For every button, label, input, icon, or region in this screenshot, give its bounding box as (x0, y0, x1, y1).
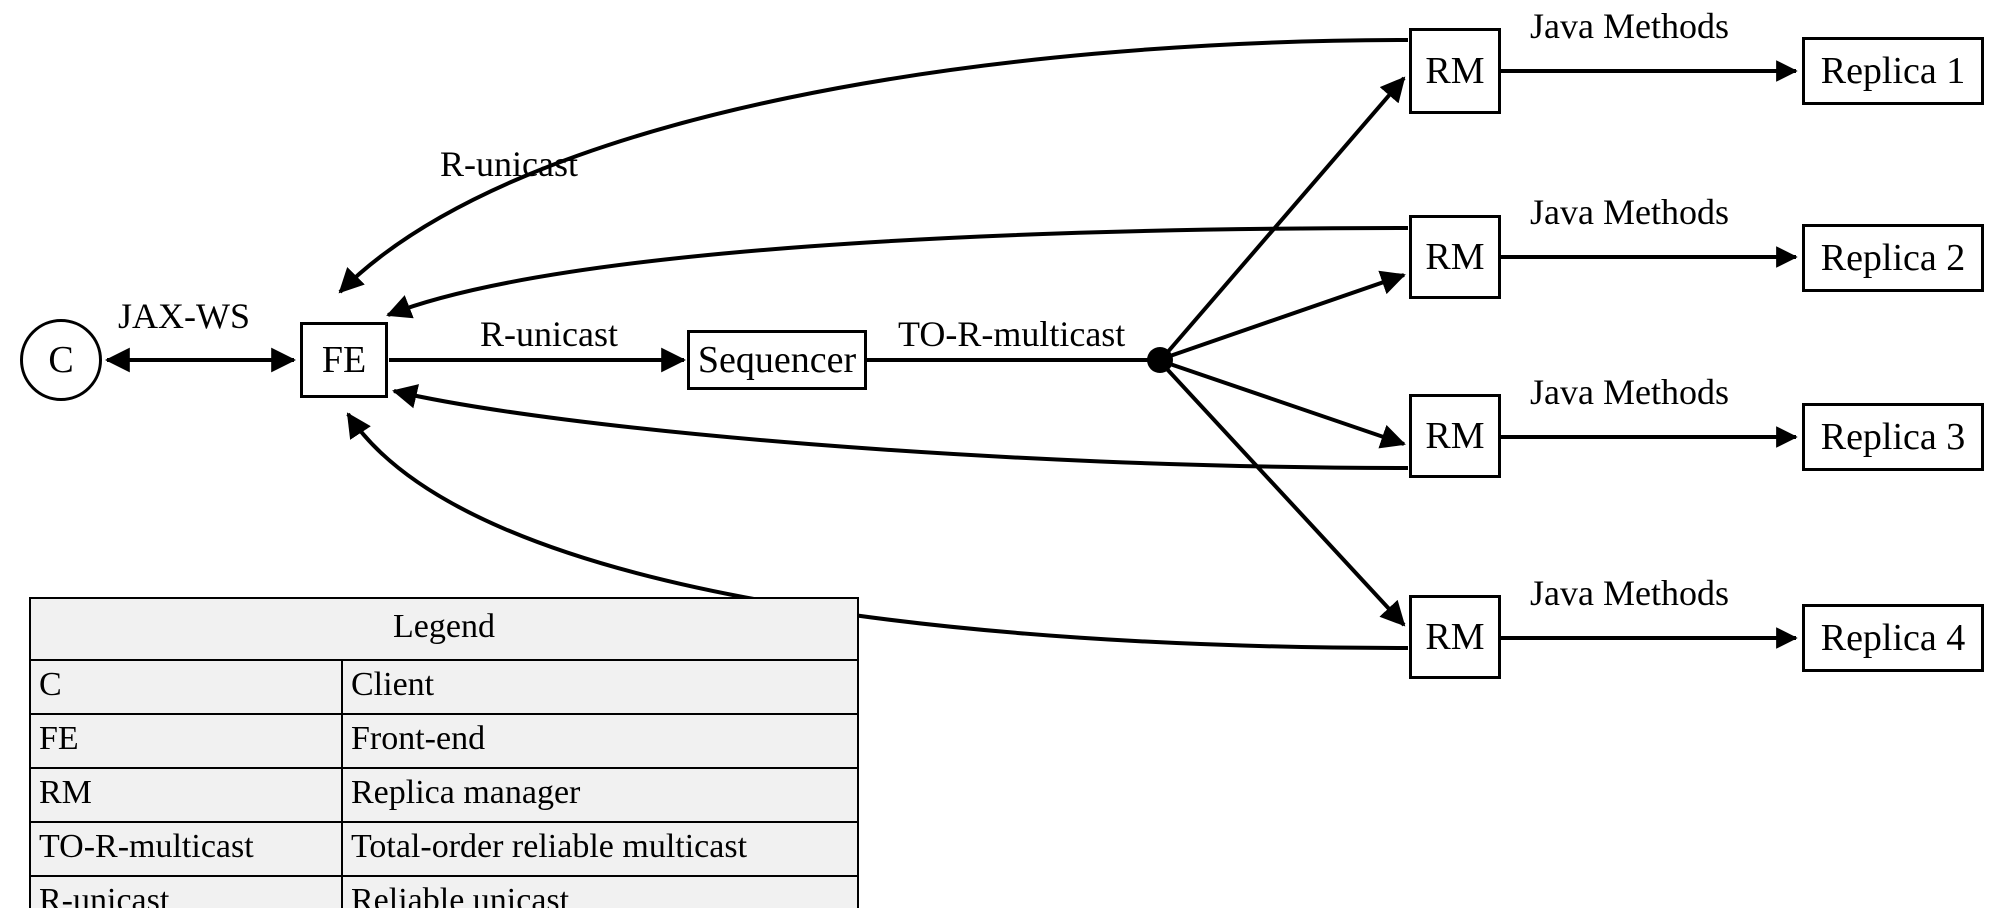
node-rm-4[interactable]: RM (1409, 595, 1501, 679)
legend-title: Legend (29, 597, 859, 661)
node-replica-1-label: Replica 1 (1820, 50, 1966, 92)
node-replica-4-label: Replica 4 (1820, 617, 1966, 659)
edge-label-java-methods-2: Java Methods (1530, 192, 1729, 232)
node-client-label: C (48, 339, 74, 381)
node-replica-2[interactable]: Replica 2 (1802, 224, 1984, 292)
node-sequencer[interactable]: Sequencer (687, 330, 867, 390)
legend-body: C Client FE Front-end RM Replica manager… (29, 659, 859, 908)
edge-label-java-methods-3: Java Methods (1530, 372, 1729, 412)
node-frontend[interactable]: FE (300, 322, 388, 398)
edge-rm3-frontend (392, 384, 1409, 470)
node-replica-3[interactable]: Replica 3 (1802, 403, 1984, 471)
legend-key: R-unicast (29, 875, 343, 908)
node-rm-3[interactable]: RM (1409, 394, 1501, 478)
edge-rm2-frontend (386, 226, 1409, 319)
node-rm-4-label: RM (1425, 616, 1485, 658)
node-replica-3-label: Replica 3 (1820, 416, 1966, 458)
table-row: C Client (29, 659, 859, 715)
legend-key: RM (29, 767, 343, 823)
node-rm-1[interactable]: RM (1409, 28, 1501, 114)
legend-value: Total-order reliable multicast (341, 821, 859, 877)
node-rm-3-label: RM (1425, 415, 1485, 457)
edge-multicast-rm2 (1169, 270, 1406, 358)
node-rm-2[interactable]: RM (1409, 215, 1501, 299)
legend-key: TO-R-multicast (29, 821, 343, 877)
node-rm-1-label: RM (1425, 50, 1485, 92)
legend-value: Client (341, 659, 859, 715)
legend-table: Legend C Client FE Front-end RM Replica … (29, 597, 859, 908)
edge-label-java-methods-1: Java Methods (1530, 6, 1729, 46)
legend-value: Front-end (341, 713, 859, 769)
edge-multicast-rm1 (1164, 76, 1406, 356)
node-replica-4[interactable]: Replica 4 (1802, 604, 1984, 672)
node-sequencer-label: Sequencer (697, 339, 857, 381)
edge-label-r-unicast-top: R-unicast (440, 144, 578, 184)
table-row: RM Replica manager (29, 767, 859, 823)
edge-multicast-rm3 (1169, 362, 1406, 449)
table-row: FE Front-end (29, 713, 859, 769)
edge-multicast-rm4 (1164, 366, 1406, 627)
table-row: TO-R-multicast Total-order reliable mult… (29, 821, 859, 877)
legend-key: C (29, 659, 343, 715)
edge-label-java-methods-4: Java Methods (1530, 573, 1729, 613)
legend-header-row: Legend (29, 597, 859, 661)
legend-value: Reliable unicast (341, 875, 859, 908)
node-replica-1[interactable]: Replica 1 (1802, 37, 1984, 105)
node-client[interactable]: C (20, 319, 102, 401)
node-replica-2-label: Replica 2 (1820, 237, 1966, 279)
edge-rm1-frontend (338, 38, 1409, 294)
table-row: R-unicast Reliable unicast (29, 875, 859, 908)
node-frontend-label: FE (321, 339, 367, 381)
edge-label-r-unicast-fe-seq: R-unicast (480, 314, 618, 354)
edge-label-to-r-multicast: TO-R-multicast (898, 314, 1126, 354)
node-rm-2-label: RM (1425, 236, 1485, 278)
legend-value: Replica manager (341, 767, 859, 823)
legend-key: FE (29, 713, 343, 769)
edge-label-jax-ws: JAX-WS (118, 296, 250, 336)
